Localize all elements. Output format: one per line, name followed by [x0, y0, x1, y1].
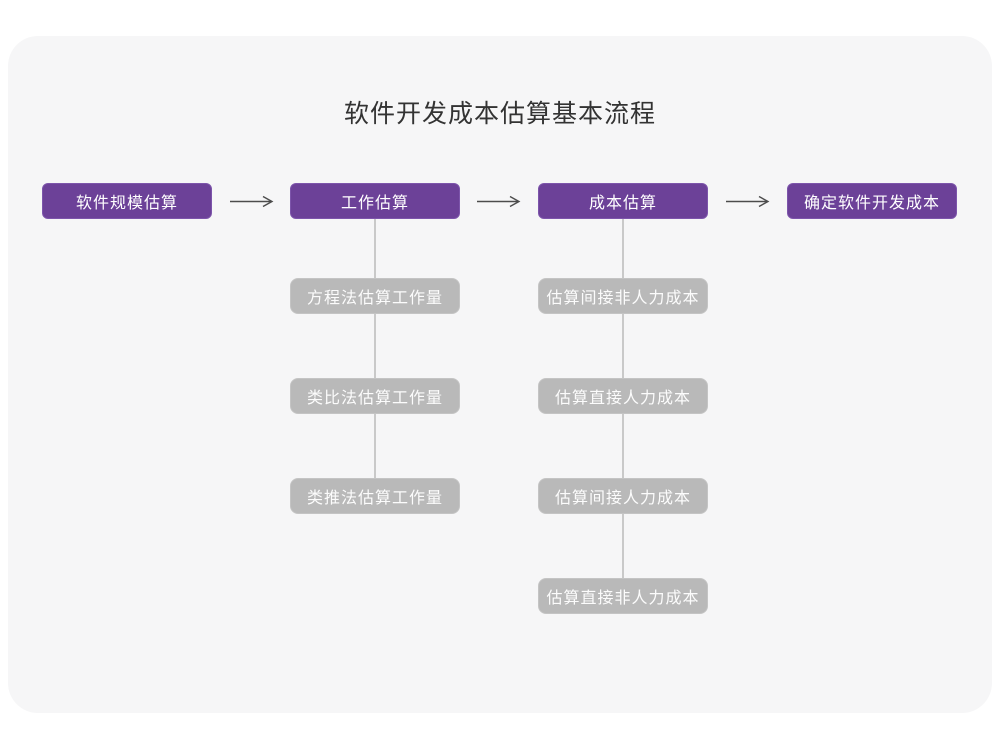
arrow-right-icon [230, 195, 274, 208]
sub-step-label: 估算直接非人力成本 [546, 590, 700, 607]
sub-step-analogy-method: 类比法估算工作量 [290, 378, 460, 414]
sub-step-indirect-nonlabor-cost: 估算间接非人力成本 [538, 278, 708, 314]
sub-step-direct-nonlabor-cost: 估算直接非人力成本 [538, 578, 708, 614]
flow-step-determine-cost: 确定软件开发成本 [787, 183, 957, 219]
flow-step-software-scale-estimation: 软件规模估算 [42, 183, 212, 219]
flow-step-work-estimation: 工作估算 [290, 183, 460, 219]
sub-step-label: 方程法估算工作量 [306, 290, 443, 307]
arrow-right-icon [726, 195, 770, 208]
flow-step-label: 成本估算 [588, 195, 657, 212]
sub-step-label: 类比法估算工作量 [306, 390, 443, 407]
flow-step-label: 软件规模估算 [75, 195, 178, 212]
sub-step-inference-method: 类推法估算工作量 [290, 478, 460, 514]
connector-line-work-estimation [374, 219, 376, 496]
sub-step-label: 估算间接人力成本 [554, 490, 691, 507]
sub-step-equation-method: 方程法估算工作量 [290, 278, 460, 314]
sub-step-label: 估算间接非人力成本 [546, 290, 700, 307]
flow-step-cost-estimation: 成本估算 [538, 183, 708, 219]
sub-step-label: 类推法估算工作量 [306, 490, 443, 507]
sub-step-direct-labor-cost: 估算直接人力成本 [538, 378, 708, 414]
arrow-right-icon [477, 195, 521, 208]
flow-step-label: 工作估算 [340, 195, 409, 212]
diagram-title: 软件开发成本估算基本流程 [343, 100, 656, 128]
sub-step-label: 估算直接人力成本 [554, 390, 691, 407]
sub-step-indirect-labor-cost: 估算间接人力成本 [538, 478, 708, 514]
diagram-card: 软件开发成本估算基本流程 软件规模估算 工作估算 成本估算 确定软件开发成本 [8, 36, 992, 713]
flow-step-label: 确定软件开发成本 [803, 195, 940, 212]
